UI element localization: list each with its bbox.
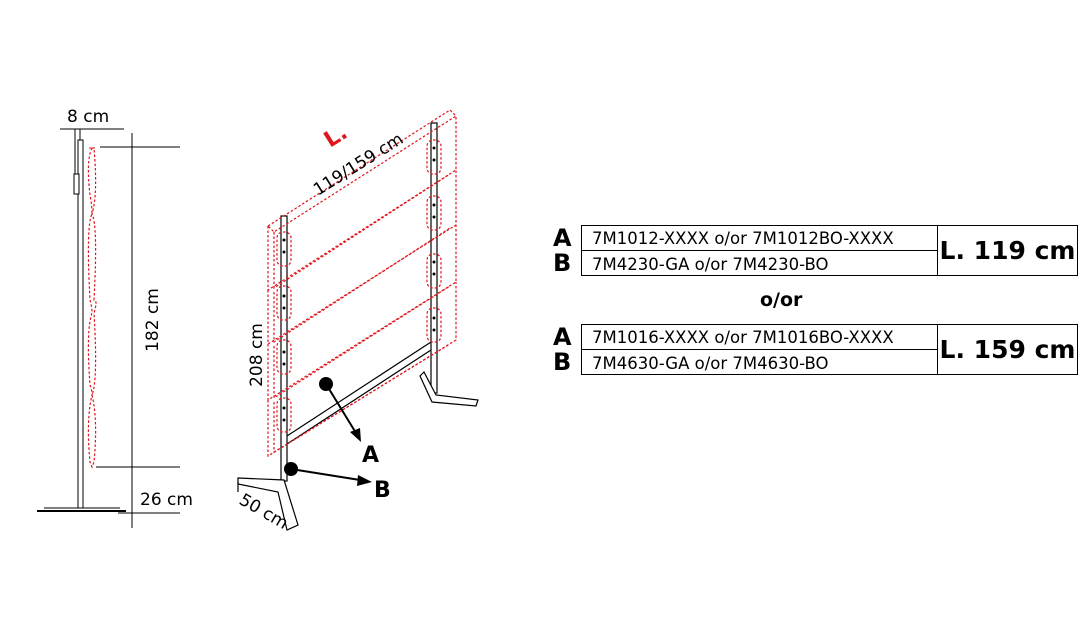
length-marker: L. <box>320 120 352 153</box>
left-post <box>280 215 288 482</box>
front-view <box>237 122 479 531</box>
option-1-table: 7M1012-XXXX o/or 7M1012BO-XXXX 7M4230-GA… <box>581 225 1078 276</box>
side-width-label: 8 cm <box>67 107 109 127</box>
option-2-codes: 7M1016-XXXX o/or 7M1016BO-XXXX 7M4630-GA… <box>582 325 938 374</box>
option-1-codes: 7M1012-XXXX o/or 7M1012BO-XXXX 7M4230-GA… <box>582 226 938 275</box>
options-separator: o/or <box>760 289 803 311</box>
side-base-label: 26 cm <box>140 490 193 510</box>
option-1-code-a: 7M1012-XXXX o/or 7M1012BO-XXXX <box>582 226 937 251</box>
callouts <box>284 377 372 486</box>
point-b-label: B <box>374 478 391 503</box>
side-post <box>77 139 84 509</box>
option-2-length: L. 159 cm <box>939 335 1076 364</box>
option-1-length: L. 119 cm <box>939 236 1076 265</box>
right-foot <box>419 370 479 407</box>
option-1-code-b: 7M4230-GA o/or 7M4230-BO <box>592 254 829 274</box>
option-1-letters: A B <box>553 226 572 276</box>
option-2-letters: A B <box>553 325 572 375</box>
front-panels <box>267 109 457 458</box>
option-1-letter-a: A <box>553 224 572 252</box>
side-panel-outline <box>87 147 97 469</box>
point-a-label: A <box>362 443 379 468</box>
arrow-b <box>357 475 372 486</box>
front-height-label: 208 cm <box>247 323 267 387</box>
option-2-letter-b: B <box>553 348 572 376</box>
side-view <box>37 128 180 528</box>
post-holes <box>282 146 436 422</box>
option-2-code-b: 7M4630-GA o/or 7M4630-BO <box>592 353 829 373</box>
option-1-letter-b: B <box>553 249 572 277</box>
option-2-code-a: 7M1016-XXXX o/or 7M1016BO-XXXX <box>582 325 937 350</box>
arrow-a <box>350 428 361 442</box>
option-2-table: 7M1016-XXXX o/or 7M1016BO-XXXX 7M4630-GA… <box>581 324 1078 375</box>
side-bracket <box>73 173 80 195</box>
option-2-letter-a: A <box>553 323 572 351</box>
side-height-label: 182 cm <box>143 288 163 352</box>
